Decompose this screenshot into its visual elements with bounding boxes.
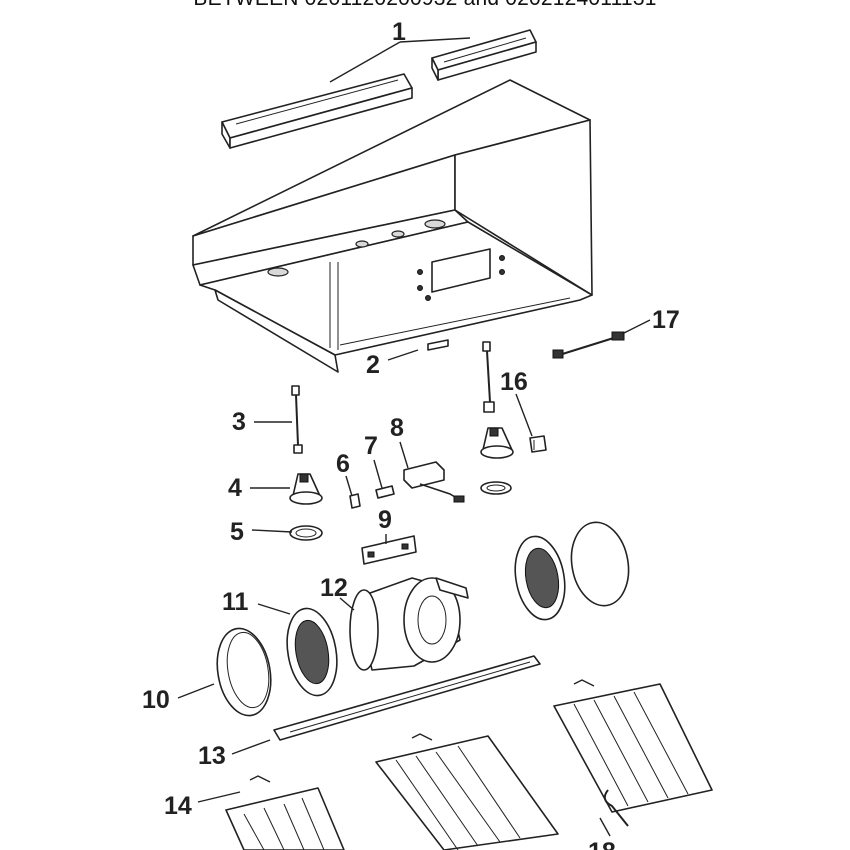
callout-16: 16 bbox=[500, 368, 528, 396]
serial-range-header: BETWEEN 0201120200932 and 0202124011131 bbox=[0, 0, 850, 11]
callout-17: 17 bbox=[652, 306, 680, 334]
callout-5: 5 bbox=[230, 518, 244, 546]
part-12-blower-motor bbox=[349, 577, 469, 671]
part-10-filter-ring bbox=[216, 627, 272, 717]
part-18-hook bbox=[603, 789, 629, 827]
part-14-baffle-filter-right bbox=[553, 679, 713, 813]
callout-12: 12 bbox=[320, 574, 348, 602]
callout-1: 1 bbox=[392, 18, 406, 46]
part-14-baffle-filter-left bbox=[225, 775, 345, 850]
part-1-right-duct-cover bbox=[431, 29, 537, 81]
part-11-fan-grill-right bbox=[514, 535, 566, 621]
callout-4: 4 bbox=[228, 474, 242, 502]
callout-14: 14 bbox=[164, 792, 192, 820]
part-10-filter-ring-right bbox=[570, 521, 630, 607]
callout-13: 13 bbox=[198, 742, 226, 770]
callout-2: 2 bbox=[366, 351, 380, 379]
part-4-light-housing-right bbox=[480, 427, 514, 459]
callout-11: 11 bbox=[222, 588, 249, 616]
callout-labels: 1 2 3 4 5 6 7 8 9 10 11 12 13 14 16 17 1… bbox=[142, 18, 680, 850]
leader-lines bbox=[177, 37, 651, 837]
part-16-switch bbox=[529, 435, 547, 453]
callout-7: 7 bbox=[364, 432, 378, 460]
callout-18: 18 bbox=[588, 838, 616, 850]
part-2-clip bbox=[427, 339, 449, 351]
part-17-wire-harness bbox=[552, 331, 625, 359]
callout-8: 8 bbox=[390, 414, 404, 442]
part-5-lens-ring-right bbox=[480, 481, 512, 495]
callout-10: 10 bbox=[142, 686, 170, 714]
part-9-bracket bbox=[361, 535, 417, 565]
part-7-connector bbox=[375, 485, 395, 499]
part-3-light-socket-wire bbox=[291, 385, 303, 454]
callout-6: 6 bbox=[336, 450, 350, 478]
part-6-screw-clip bbox=[349, 493, 361, 509]
callout-9: 9 bbox=[378, 506, 392, 534]
part-4-light-housing bbox=[289, 473, 323, 505]
part-13-front-rail bbox=[273, 655, 541, 741]
callout-3: 3 bbox=[232, 408, 246, 436]
part-8-control-box bbox=[403, 461, 465, 503]
part-16-light-socket-wire bbox=[482, 341, 495, 413]
part-14-baffle-filter-center bbox=[375, 733, 559, 850]
part-5-lens-ring bbox=[289, 525, 323, 541]
part-11-fan-grill bbox=[286, 607, 338, 697]
range-hood-body bbox=[192, 79, 593, 373]
part-1-left-duct-cover bbox=[221, 73, 413, 149]
